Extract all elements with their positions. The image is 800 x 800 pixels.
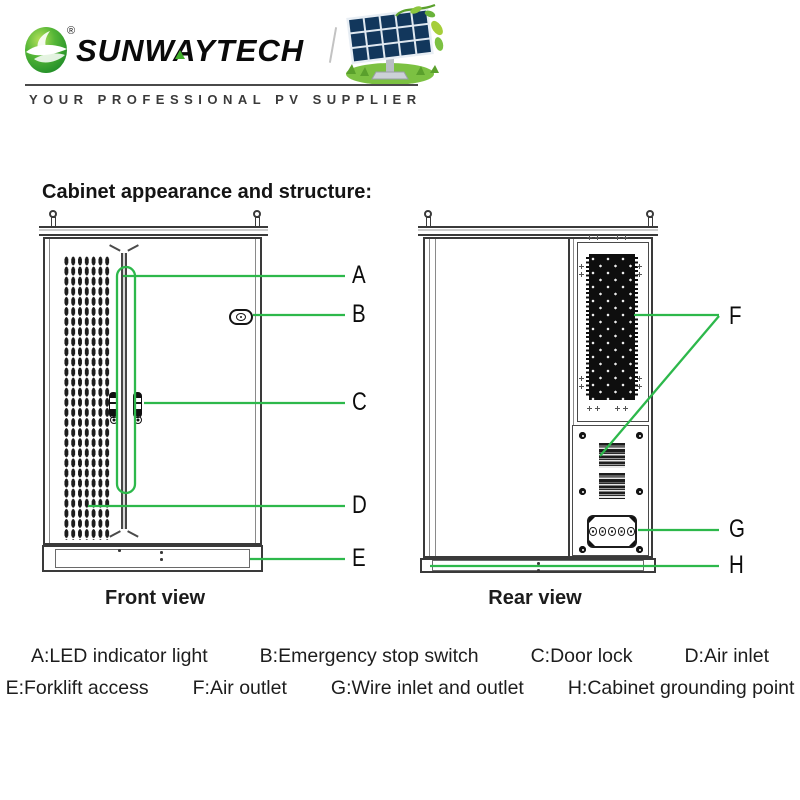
emergency-stop-button [236, 313, 246, 321]
legend-item-f: F:Air outlet [192, 677, 287, 699]
emergency-stop-switch [229, 309, 253, 325]
callout-label-g: G [729, 515, 745, 543]
callout-label-e: E [352, 544, 366, 572]
front-cabinet-body [43, 237, 262, 545]
cable-gland-icon [617, 527, 626, 536]
door-bottom-curve [127, 530, 139, 538]
legend-item-c: C:Door lock [530, 645, 633, 667]
corner-mark [589, 540, 595, 546]
callout-label-c: C [352, 388, 367, 416]
cable-gland-icon [627, 527, 635, 536]
bolt-icon [636, 488, 643, 495]
header-rule [25, 84, 418, 86]
rear-frame-line [429, 239, 430, 556]
header-separator [328, 27, 338, 63]
rear-divider-line [573, 239, 574, 556]
legend-item-h: H:Cabinet grounding point [567, 677, 795, 699]
callout-label-f: F [729, 302, 742, 330]
bolt-icon [636, 432, 643, 439]
bolt-icon [579, 488, 586, 495]
brand-accent-triangle [175, 50, 185, 59]
door-frame-line [49, 239, 50, 543]
door-top-curve [127, 244, 139, 252]
vent-louver [599, 473, 625, 499]
header-tagline: YOUR PROFESSIONAL PV SUPPLIER [29, 92, 422, 107]
legend-item-g: G:Wire inlet and outlet [330, 677, 524, 699]
callout-label-d: D [352, 491, 367, 519]
callout-label-b: B [352, 300, 366, 328]
door-lock-cylinder [133, 416, 142, 424]
door-bottom-curve [109, 530, 121, 538]
header: ® SUNWAYTECH YOUR PROFESSIONAL PV SUPPLI… [0, 0, 460, 120]
rear-base-panel [432, 560, 644, 571]
cable-gland-icon [598, 527, 607, 536]
legend-item-a: A:LED indicator light [31, 645, 208, 667]
rear-lower-subpanel [572, 425, 649, 556]
air-inlet-perforations [63, 256, 110, 540]
vent-fins [635, 257, 638, 397]
door-gap-strip [121, 253, 127, 529]
front-view-drawing [39, 210, 270, 573]
bolt-icon [636, 546, 643, 553]
lifting-eye-stem [254, 217, 260, 226]
vent-fins [586, 257, 589, 397]
door-lock-cylinder [109, 416, 118, 424]
legend-item-b: B:Emergency stop switch [259, 645, 479, 667]
air-outlet-vent [586, 254, 638, 400]
callout-label-a: A [352, 261, 366, 289]
corner-mark [589, 517, 595, 523]
bolt-icon [579, 546, 586, 553]
legend-row-1: A:LED indicator light B:Emergency stop s… [0, 645, 800, 668]
legend-item-d: D:Air inlet [684, 645, 769, 667]
brand-name: SUNWAYTECH [76, 33, 305, 68]
door-lock-handle-left [109, 392, 118, 418]
section-title: Cabinet appearance and structure: [42, 181, 373, 203]
callout-label-h: H [729, 551, 744, 579]
rear-cabinet-body [423, 237, 653, 558]
vent-louver [599, 443, 625, 468]
solar-panel-icon [346, 3, 444, 85]
legend-item-e: E:Forklift access [5, 677, 149, 699]
corner-mark [629, 540, 635, 546]
rear-frame-line [435, 239, 436, 556]
door-top-curve [109, 244, 121, 252]
door-lock-handle-right [133, 392, 142, 418]
cable-gland-icon [608, 527, 616, 536]
legend-row-2: E:Forklift access F:Air outlet G:Wire in… [0, 677, 800, 700]
lifting-eye-stem [50, 217, 56, 226]
cable-gland-icon [589, 527, 597, 536]
registered-mark: ® [67, 25, 76, 37]
rear-divider-line [568, 239, 570, 556]
rear-view-caption: Rear view [488, 587, 582, 609]
front-base-panel [55, 549, 250, 568]
front-view-caption: Front view [104, 587, 205, 609]
door-frame-line [255, 239, 256, 543]
rear-view-drawing [418, 210, 662, 573]
front-top-rail [39, 226, 268, 236]
bolt-icon [579, 432, 586, 439]
corner-mark [629, 517, 635, 523]
lifting-eye-stem [425, 217, 431, 226]
lifting-eye-stem [647, 217, 653, 226]
wire-inlet-plate [587, 515, 637, 548]
rear-top-rail [418, 226, 658, 236]
sunwaytech-sphere-icon [25, 27, 67, 73]
